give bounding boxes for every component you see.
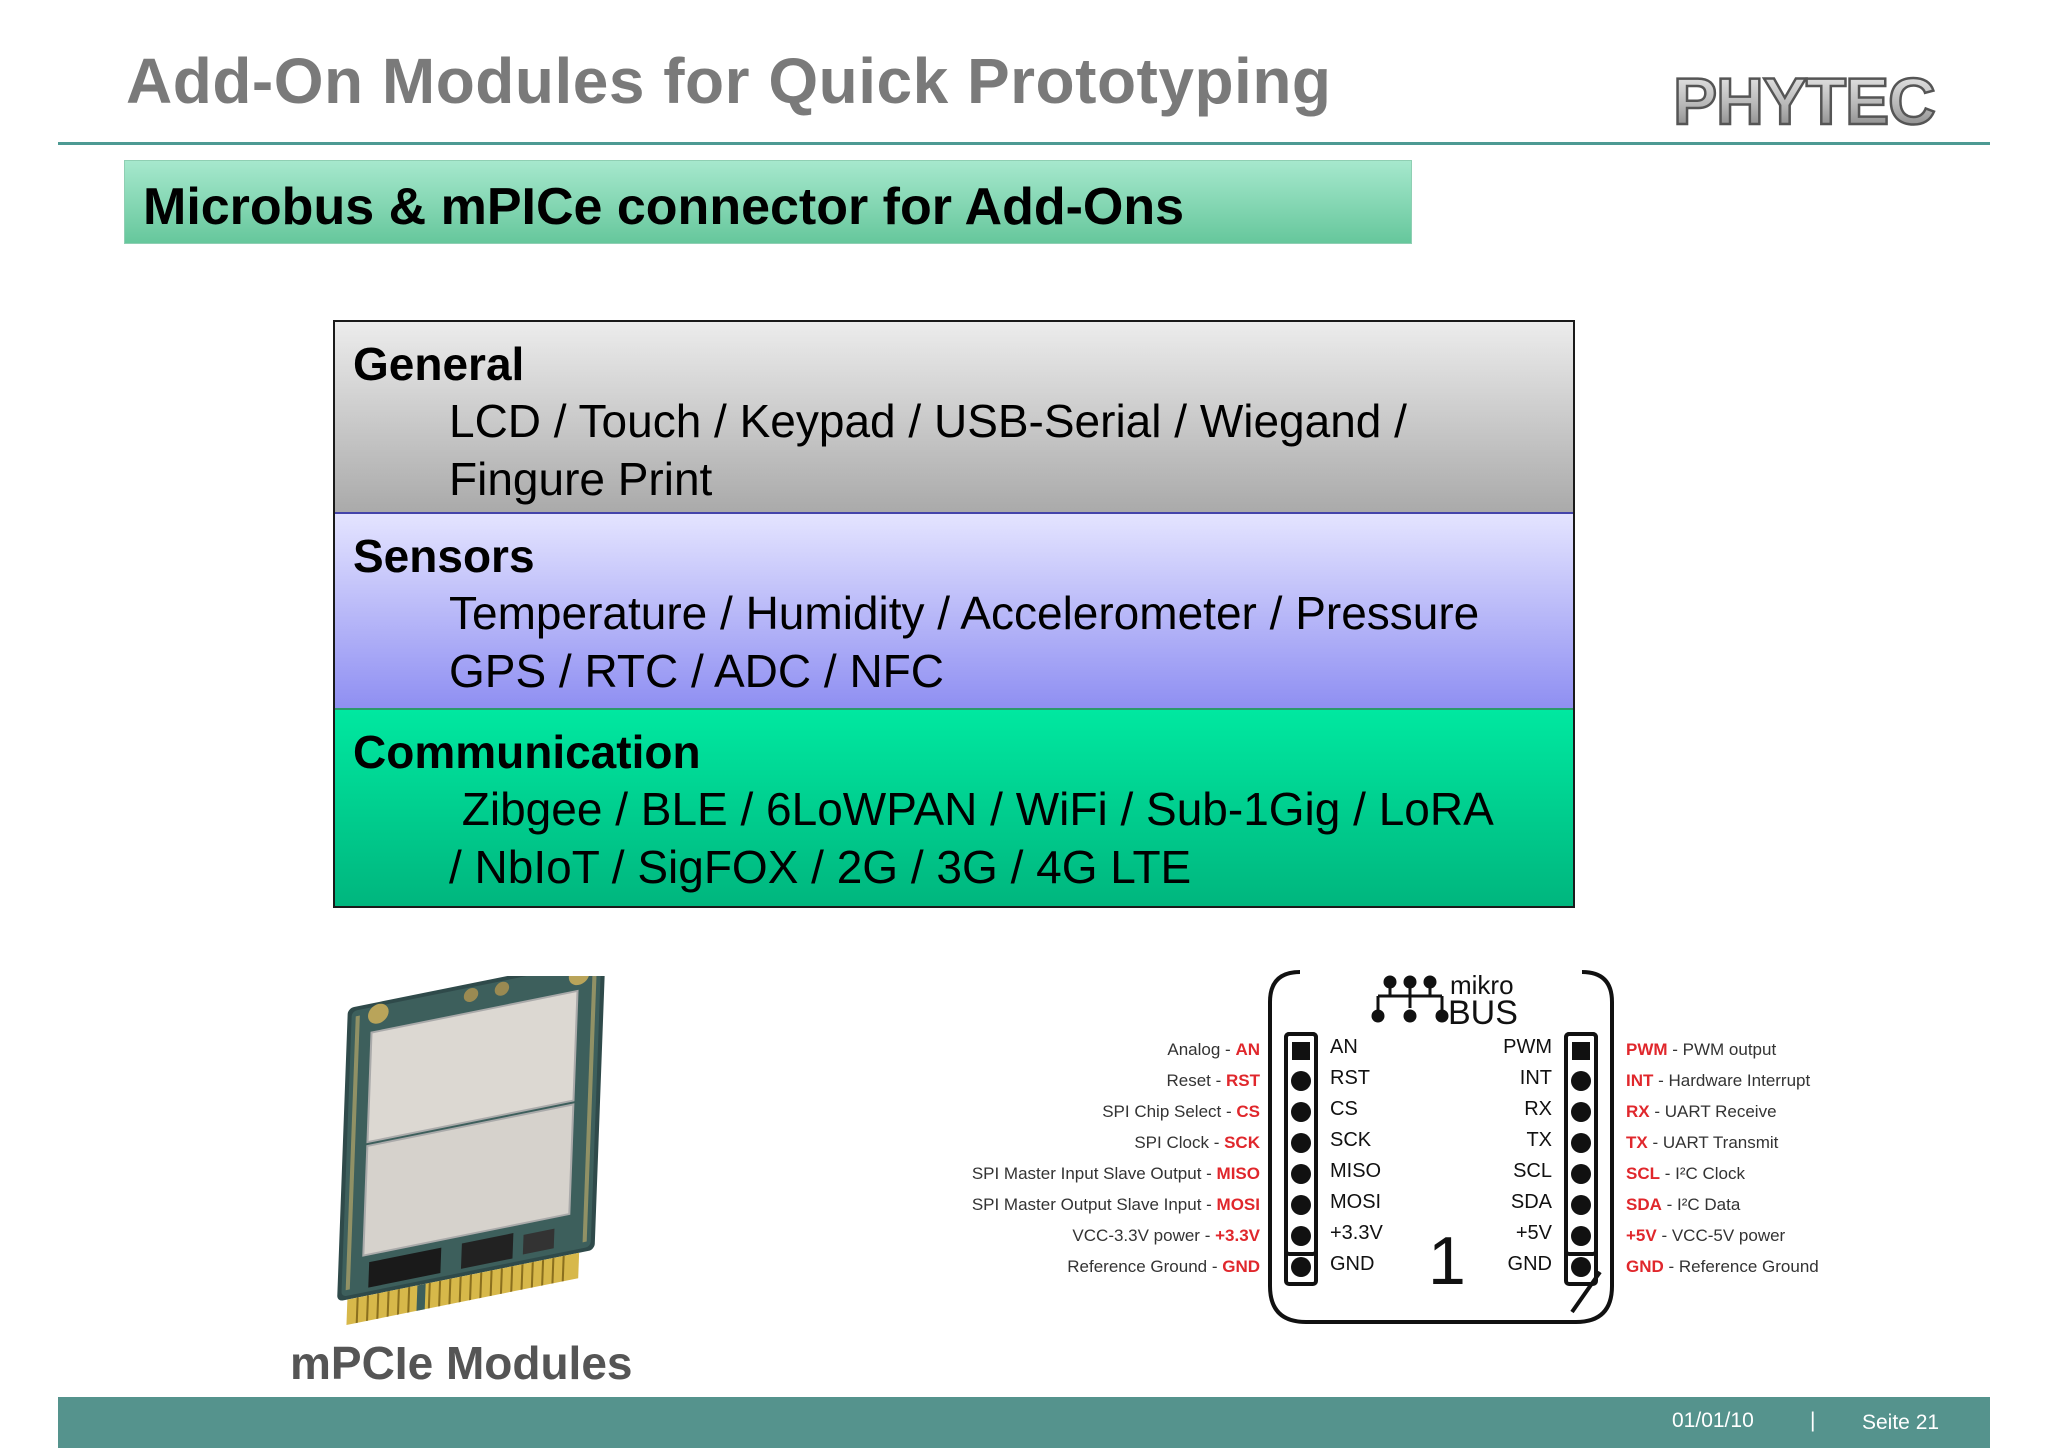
pin-code: GND bbox=[1626, 1257, 1664, 1276]
category-sensors: Sensors Temperature / Humidity / Acceler… bbox=[335, 514, 1573, 710]
phytec-logo: PHYTEC bbox=[1672, 68, 1937, 132]
pin-description-right: +5V - VCC-5V power bbox=[1626, 1226, 1785, 1246]
mpcie-module-image bbox=[337, 976, 606, 1326]
pin-description-right: SCL - I²C Clock bbox=[1626, 1164, 1745, 1184]
pin-description-left: SPI Master Output Slave Input - MOSI bbox=[900, 1195, 1260, 1215]
pin-code: GND bbox=[1222, 1257, 1260, 1276]
category-general: General LCD / Touch / Keypad / USB-Seria… bbox=[335, 322, 1573, 514]
pin-code: PWM bbox=[1626, 1040, 1668, 1059]
footer-separator: | bbox=[1810, 1409, 1816, 1432]
pin-code: CS bbox=[1236, 1102, 1260, 1121]
pin-code: +3.3V bbox=[1215, 1226, 1260, 1245]
pin-description-text: SPI Master Output Slave Input - bbox=[971, 1195, 1217, 1214]
logo-text: PHYTEC bbox=[1673, 68, 1935, 132]
pin-code: +5V bbox=[1626, 1226, 1657, 1245]
pin-description-left: SPI Chip Select - CS bbox=[900, 1102, 1260, 1122]
mikrobus-diagram: mikro BUS 1 Analog - AN Reset - RST SPI Ch… bbox=[940, 966, 1860, 1336]
mikrobus-logo-icon bbox=[1371, 975, 1449, 1023]
category-line: Zibgee / BLE / 6LoWPAN / WiFi / Sub-1Gig… bbox=[449, 783, 1494, 835]
category-line: / NbIoT / SigFOX / 2G / 3G / 4G LTE bbox=[449, 841, 1192, 893]
pin-code: INT bbox=[1626, 1071, 1654, 1090]
pin-name-left: RST bbox=[1330, 1067, 1370, 1089]
pin-description-text: - PWM output bbox=[1667, 1040, 1777, 1059]
category-line: GPS / RTC / ADC / NFC bbox=[449, 645, 944, 697]
pin-code: SCL bbox=[1626, 1164, 1660, 1183]
title-rule bbox=[58, 142, 1990, 145]
pin-name-left: GND bbox=[1330, 1253, 1375, 1275]
pin-description-left: Reference Ground - GND bbox=[900, 1257, 1260, 1277]
pin-name-left: MISO bbox=[1330, 1160, 1382, 1182]
pin-description-text: - Reference Ground bbox=[1663, 1257, 1819, 1276]
category-heading: Communication bbox=[353, 726, 701, 778]
pin-name-right: RX bbox=[1524, 1098, 1552, 1120]
pin-description-left: VCC-3.3V power - +3.3V bbox=[900, 1226, 1260, 1246]
category-line: Temperature / Humidity / Accelerometer /… bbox=[449, 587, 1480, 639]
pin-description-text: - UART Receive bbox=[1649, 1102, 1777, 1121]
footer-page-number: Seite 21 bbox=[1862, 1411, 1940, 1434]
pin-code: RST bbox=[1226, 1071, 1260, 1090]
category-line: LCD / Touch / Keypad / USB-Serial / Wieg… bbox=[449, 395, 1407, 447]
pin-description-left: Analog - AN bbox=[900, 1040, 1260, 1060]
pin-description-text: - I²C Data bbox=[1661, 1195, 1741, 1214]
pin-description-text: - VCC-5V power bbox=[1656, 1226, 1786, 1245]
pin-name-left: CS bbox=[1330, 1098, 1358, 1120]
pin-description-text: - I²C Clock bbox=[1660, 1164, 1745, 1183]
pin-name-right: SDA bbox=[1510, 1191, 1552, 1213]
pin-description-text: Reset - bbox=[1166, 1071, 1226, 1090]
category-table: General LCD / Touch / Keypad / USB-Seria… bbox=[333, 320, 1575, 908]
pin-description-text: SPI Chip Select - bbox=[1102, 1102, 1237, 1121]
pin-name-right: +5V bbox=[1515, 1222, 1552, 1244]
pin-name-left: MOSI bbox=[1330, 1191, 1382, 1213]
pin-description-text: - UART Transmit bbox=[1647, 1133, 1779, 1152]
pin-description-text: SPI Master Input Slave Output - bbox=[971, 1164, 1217, 1183]
slide-title: Add-On Modules for Quick Prototyping bbox=[126, 45, 1332, 117]
footer-bar bbox=[58, 1397, 1990, 1448]
pin-name-left: AN bbox=[1330, 1036, 1358, 1058]
pin-description-right: TX - UART Transmit bbox=[1626, 1133, 1778, 1153]
mikrobus-logo-bottom: BUS bbox=[1448, 994, 1518, 1032]
pin-name-left: SCK bbox=[1330, 1129, 1372, 1151]
pin-code: RX bbox=[1626, 1102, 1650, 1121]
pin-description-right: RX - UART Receive bbox=[1626, 1102, 1777, 1122]
footer-date: 01/01/10 bbox=[1672, 1409, 1754, 1432]
pin-name-right: PWM bbox=[1503, 1036, 1552, 1058]
pin-name-right: INT bbox=[1519, 1067, 1552, 1089]
pin-name-right: GND bbox=[1507, 1253, 1552, 1275]
pin-one-marker: 1 bbox=[1428, 1223, 1466, 1299]
pin-description-right: SDA - I²C Data bbox=[1626, 1195, 1740, 1215]
pin-description-right: INT - Hardware Interrupt bbox=[1626, 1071, 1810, 1091]
pin-name-right: TX bbox=[1526, 1129, 1552, 1151]
pin-description-right: PWM - PWM output bbox=[1626, 1040, 1776, 1060]
pin-code: SCK bbox=[1224, 1133, 1260, 1152]
category-heading: Sensors bbox=[353, 530, 535, 582]
subtitle-banner: Microbus & mPICe connector for Add-Ons bbox=[124, 160, 1412, 244]
category-communication: Communication Zibgee / BLE / 6LoWPAN / W… bbox=[335, 710, 1573, 906]
pin-description-left: SPI Master Input Slave Output - MISO bbox=[900, 1164, 1260, 1184]
pin-code: MOSI bbox=[1216, 1195, 1260, 1214]
mikrobus-outline: mikro BUS 1 bbox=[1268, 970, 1614, 1324]
pin-description-left: Reset - RST bbox=[900, 1071, 1260, 1091]
mikrobus-logo-top: mikro bbox=[1450, 970, 1514, 1000]
pin-code: MISO bbox=[1216, 1164, 1260, 1183]
pin-description-left: SPI Clock - SCK bbox=[900, 1133, 1260, 1153]
pin-name-right: SCL bbox=[1513, 1160, 1552, 1182]
pin-name-left: +3.3V bbox=[1330, 1222, 1383, 1244]
subtitle-text: Microbus & mPICe connector for Add-Ons bbox=[143, 178, 1185, 236]
pin-description-text: Reference Ground - bbox=[1067, 1257, 1223, 1276]
pin-code: TX bbox=[1626, 1133, 1648, 1152]
pin-code: SDA bbox=[1626, 1195, 1662, 1214]
pin-description-text: VCC-3.3V power - bbox=[1072, 1226, 1216, 1245]
pin-description-text: SPI Clock - bbox=[1134, 1133, 1225, 1152]
category-line: Fingure Print bbox=[449, 453, 713, 505]
pin-description-text: - Hardware Interrupt bbox=[1653, 1071, 1811, 1090]
pin-code: AN bbox=[1235, 1040, 1260, 1059]
pin-description-text: Analog - bbox=[1167, 1040, 1236, 1059]
mpcie-label: mPCIe Modules bbox=[290, 1337, 633, 1389]
pin-description-right: GND - Reference Ground bbox=[1626, 1257, 1819, 1277]
category-heading: General bbox=[353, 338, 525, 390]
